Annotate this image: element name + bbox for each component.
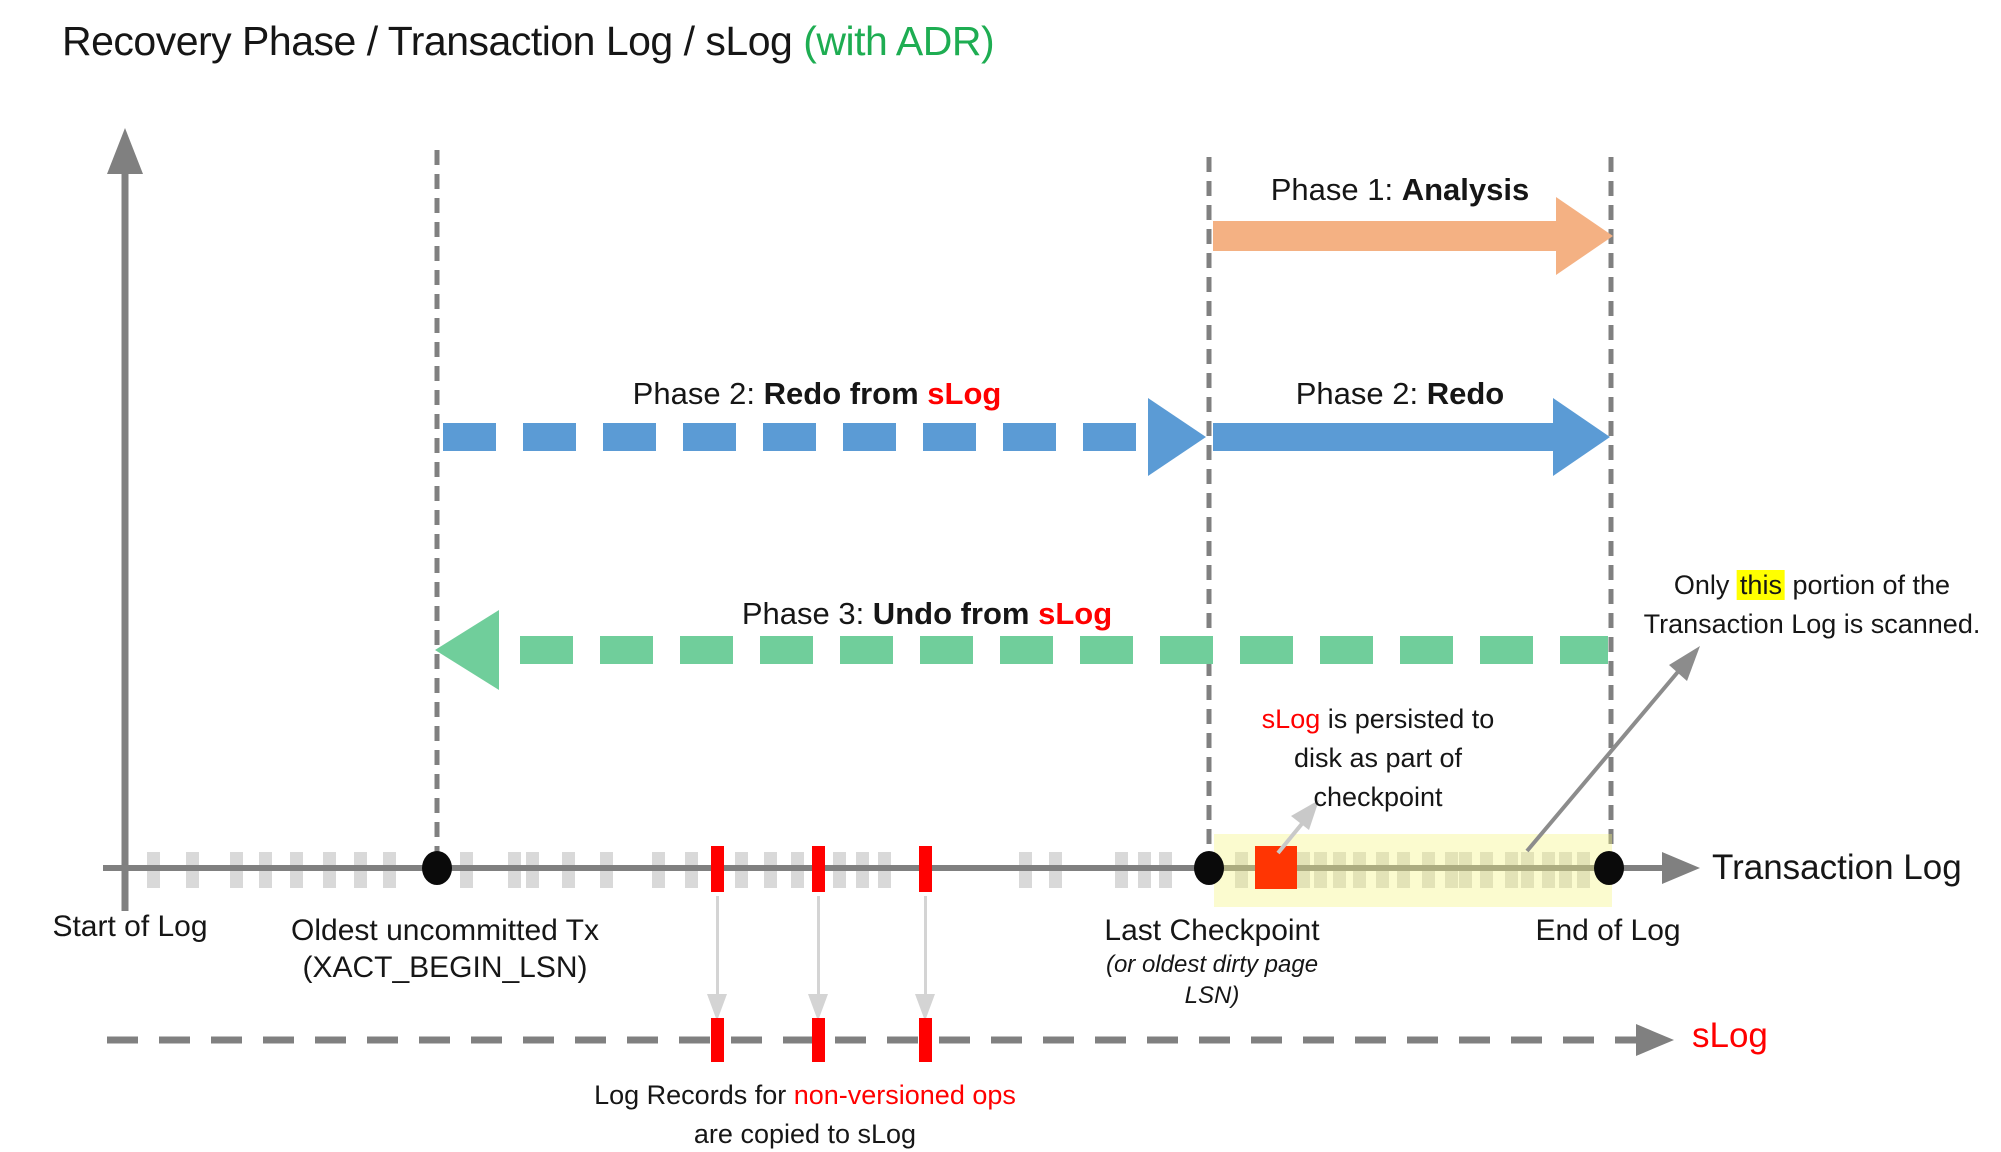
phase3-undo-arrowhead	[435, 610, 499, 690]
phase2-redo-from-slog-arrowhead	[1148, 398, 1206, 476]
oldest-tx-label-line2: (XACT_BEGIN_LSN)	[302, 951, 588, 984]
non-versioned-log-record-tick	[811, 846, 825, 892]
copy-note-line2: are copied to sLog	[693, 1119, 917, 1149]
transaction-log-tick	[525, 852, 539, 888]
transaction-log-tick	[684, 852, 698, 888]
copy-to-slog-note: Log Records for non-versioned ops are co…	[594, 1076, 1016, 1152]
phase1-analysis-arrowhead	[1556, 197, 1613, 275]
copy-arrow-down-head	[808, 994, 828, 1021]
copy-arrow-stem	[816, 896, 820, 996]
page-title: Recovery Phase / Transaction Log / sLog …	[62, 18, 995, 65]
slog-copied-record-tick	[918, 1018, 932, 1062]
transaction-log-tick	[459, 852, 473, 888]
end-of-log-label: End of Log	[1535, 914, 1681, 947]
non-versioned-log-record-tick	[918, 846, 932, 892]
transaction-log-tick	[855, 852, 869, 888]
phase2-prefix: Phase 2:	[1295, 376, 1427, 411]
start-of-log-label: Start of Log	[52, 910, 208, 943]
transaction-log-tick	[790, 852, 804, 888]
slog-copied-record-tick	[811, 1018, 825, 1062]
title-main: Recovery Phase / Transaction Log / sLog	[62, 18, 804, 64]
copy-note-line1: Log Records for non-versioned ops	[594, 1076, 1016, 1115]
copy-arrow-stem	[923, 896, 927, 996]
slog-copied-record-tick	[710, 1018, 724, 1062]
persist-note-line1-rest: is persisted to	[1320, 704, 1495, 734]
slog-arrowhead	[1636, 1024, 1674, 1056]
persist-note-line3: checkpoint	[1313, 782, 1443, 812]
oldest-tx-label: Oldest uncommitted Tx (XACT_BEGIN_LSN)	[291, 912, 599, 986]
oldest-tx-label-line1: Oldest uncommitted Tx	[291, 914, 599, 947]
phase1-analysis-arrow-body	[1213, 221, 1556, 251]
transaction-log-tick	[651, 852, 665, 888]
transaction-log-tick	[1048, 852, 1062, 888]
persist-note-line2: disk as part of	[1293, 743, 1463, 773]
oldest-tx-dot	[422, 851, 452, 885]
vertical-axis-arrowhead	[107, 128, 143, 174]
scan-note-line1: Only this portion of the	[1644, 566, 1981, 605]
phase2-redo-from-slog-label: Phase 2: Redo from sLog	[633, 376, 1002, 412]
title-adr-suffix: (with ADR)	[803, 18, 995, 64]
phase2slog-name: Redo from	[763, 376, 928, 411]
scan-note-pre: Only	[1673, 570, 1737, 600]
transaction-log-tick	[734, 852, 748, 888]
transaction-log-tick	[1137, 852, 1151, 888]
non-versioned-log-record-tick	[710, 846, 724, 892]
transaction-log-tick	[382, 852, 396, 888]
phase3-prefix: Phase 3:	[741, 596, 873, 631]
persist-note-slog-word: sLog	[1261, 704, 1321, 734]
last-checkpoint-label: Last Checkpoint (or oldest dirty page LS…	[1104, 912, 1319, 1011]
transaction-log-tick	[1114, 852, 1128, 888]
copy-arrow-stem	[715, 896, 719, 996]
transaction-log-arrowhead	[1662, 852, 1700, 884]
copy-arrow-down-head	[915, 994, 935, 1021]
scan-note-arrow-line	[1525, 665, 1684, 853]
transaction-log-tick	[561, 852, 575, 888]
scan-note-highlight: this	[1736, 570, 1785, 600]
transaction-log-tick	[1018, 852, 1032, 888]
scan-note-arrowhead	[1669, 646, 1700, 681]
phase3-slog-word: sLog	[1038, 596, 1113, 631]
phase2slog-slog-word: sLog	[927, 376, 1002, 411]
transaction-log-tick	[599, 852, 613, 888]
checkpoint-label-line2: (or oldest dirty page	[1105, 951, 1319, 978]
transaction-log-tick	[185, 852, 199, 888]
copy-note-red-part: non-versioned ops	[793, 1080, 1016, 1110]
transaction-log-tick	[229, 852, 243, 888]
persist-note-line1: sLog is persisted to	[1262, 700, 1495, 739]
phase2-name: Redo	[1426, 376, 1505, 411]
transaction-log-tick	[507, 852, 521, 888]
phase1-label: Phase 1: Analysis	[1271, 172, 1530, 208]
phase2-redo-arrowhead	[1553, 398, 1610, 476]
transaction-log-tick	[322, 852, 336, 888]
phase2-redo-label: Phase 2: Redo	[1296, 376, 1504, 412]
copy-note-pre: Log Records for	[594, 1080, 794, 1110]
scan-note-line2: Transaction Log is scanned.	[1643, 609, 1981, 639]
phase1-prefix: Phase 1:	[1270, 172, 1402, 207]
slog-axis-label: sLog	[1692, 1016, 1768, 1055]
checkpoint-label-line3: LSN)	[1184, 982, 1240, 1009]
transaction-log-tick	[877, 852, 891, 888]
transaction-log-tick	[258, 852, 272, 888]
phase2slog-prefix: Phase 2:	[632, 376, 764, 411]
transaction-log-tick	[289, 852, 303, 888]
scanned-portion-highlight-band	[1214, 834, 1612, 907]
phase2-redo-arrow-body	[1213, 423, 1553, 451]
transaction-log-tick	[763, 852, 777, 888]
transaction-log-tick	[1158, 852, 1172, 888]
scan-note-post: portion of the	[1784, 570, 1951, 600]
phase3-undo-label: Phase 3: Undo from sLog	[742, 596, 1112, 632]
checkpoint-label-line1: Last Checkpoint	[1104, 914, 1320, 947]
transaction-log-tick	[832, 852, 846, 888]
transaction-log-tick	[353, 852, 367, 888]
transaction-log-tick	[146, 852, 160, 888]
transaction-log-axis-label: Transaction Log	[1712, 848, 1962, 887]
copy-arrow-down-head	[707, 994, 727, 1021]
slog-persist-note: sLog is persisted to disk as part of che…	[1262, 700, 1495, 817]
scanned-portion-note: Only this portion of the Transaction Log…	[1643, 566, 1981, 644]
phase3-name: Undo from	[872, 596, 1039, 631]
phase1-name: Analysis	[1401, 172, 1530, 207]
